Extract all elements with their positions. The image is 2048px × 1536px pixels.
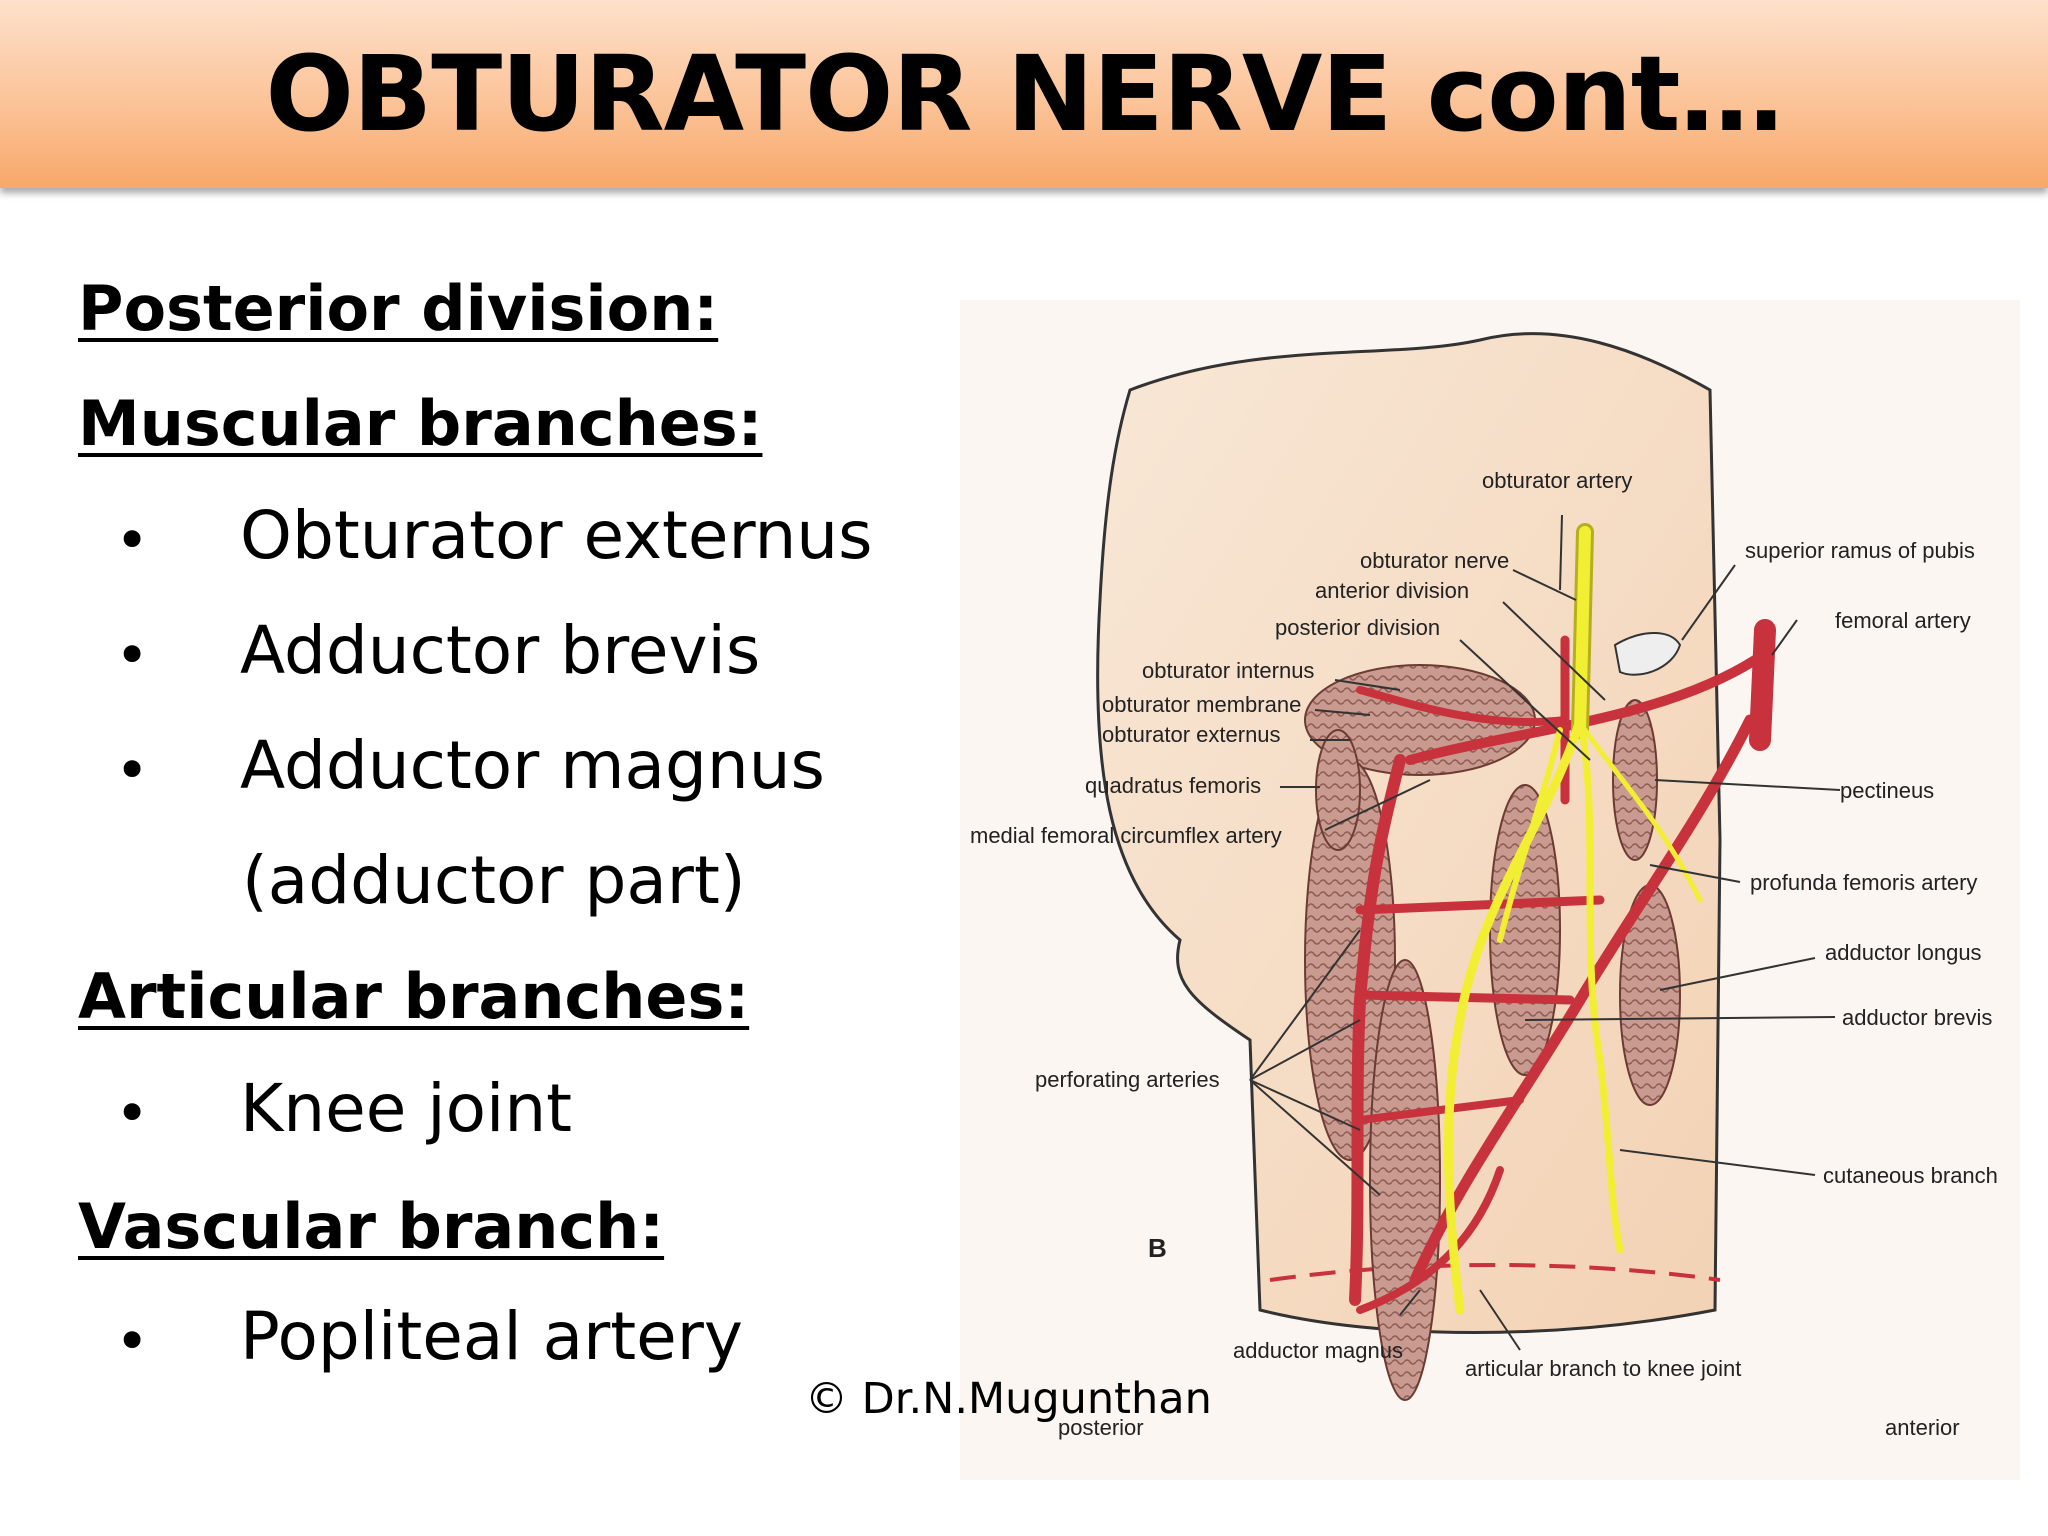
- heading-muscular-branches: Muscular branches:: [78, 387, 763, 460]
- label-anterior: anterior: [1885, 1415, 1960, 1440]
- item-adductor-brevis: Adductor brevis: [240, 612, 761, 689]
- label-profunda-femoris-artery: profunda femoris artery: [1750, 870, 1977, 895]
- bullet-marker: •: [115, 1079, 150, 1147]
- label-obturator-internus: obturator internus: [1142, 658, 1314, 683]
- item-adductor-magnus: Adductor magnus: [240, 727, 825, 804]
- label-anterior-division: anterior division: [1315, 578, 1469, 603]
- label-femoral-artery: femoral artery: [1835, 608, 1971, 633]
- label-obturator-externus: obturator externus: [1102, 722, 1281, 747]
- section-line: [1269, 1263, 1721, 1282]
- label-adductor-longus: adductor longus: [1825, 940, 1982, 965]
- label-perforating-arteries: perforating arteries: [1035, 1067, 1220, 1092]
- item-obturator-externus: Obturator externus: [240, 497, 873, 574]
- superior-ramus-of-pubis-bone: [1613, 632, 1682, 676]
- item-popliteal-artery: Popliteal artery: [240, 1298, 743, 1375]
- label-obturator-artery: obturator artery: [1482, 468, 1632, 493]
- adductor-magnus-lower: [1369, 959, 1441, 1401]
- label-obturator-membrane: obturator membrane: [1102, 692, 1301, 717]
- diagram-labels: obturator artery obturator nerve anterio…: [970, 468, 1998, 1440]
- label-obturator-nerve: obturator nerve: [1360, 548, 1509, 573]
- title-bar: OBTURATOR NERVE cont…: [0, 0, 2048, 188]
- label-posterior-division: posterior division: [1275, 615, 1440, 640]
- quadratus-femoris-muscle: [1315, 729, 1361, 851]
- obturator-nerve-path: [1443, 523, 1703, 1315]
- copyright-text: © Dr.N.Mugunthan: [805, 1374, 1212, 1424]
- label-adductor-brevis: adductor brevis: [1842, 1005, 1992, 1030]
- label-cutaneous-branch: cutaneous branch: [1823, 1163, 1998, 1188]
- slide-title: OBTURATOR NERVE cont…: [265, 33, 1784, 155]
- label-pectineus: pectineus: [1840, 778, 1934, 803]
- item-knee-joint: Knee joint: [240, 1070, 573, 1147]
- bullet-marker: •: [115, 506, 150, 574]
- heading-articular-branches: Articular branches:: [78, 960, 750, 1033]
- arteries: [1349, 619, 1776, 1314]
- leader-lines: [1249, 514, 1841, 1351]
- label-quadratus-femoris: quadratus femoris: [1085, 773, 1261, 798]
- item-adductor-part: (adductor part): [242, 842, 746, 919]
- bullet-marker: •: [115, 621, 150, 689]
- label-articular-branch-to-knee-joint: articular branch to knee joint: [1465, 1356, 1741, 1381]
- bullet-marker: •: [115, 1307, 150, 1375]
- heading-vascular-branch: Vascular branch:: [78, 1190, 665, 1263]
- label-figure-letter: B: [1148, 1233, 1167, 1263]
- label-posterior: posterior: [1058, 1415, 1144, 1440]
- heading-posterior-division: Posterior division:: [78, 272, 719, 345]
- label-adductor-magnus: adductor magnus: [1233, 1338, 1403, 1363]
- label-superior-ramus-of-pubis: superior ramus of pubis: [1745, 538, 1975, 563]
- obturator-nerve-diagram: obturator artery obturator nerve anterio…: [960, 300, 2020, 1480]
- bullet-marker: •: [115, 736, 150, 804]
- label-medial-femoral-circumflex-artery: medial femoral circumflex artery: [970, 823, 1282, 848]
